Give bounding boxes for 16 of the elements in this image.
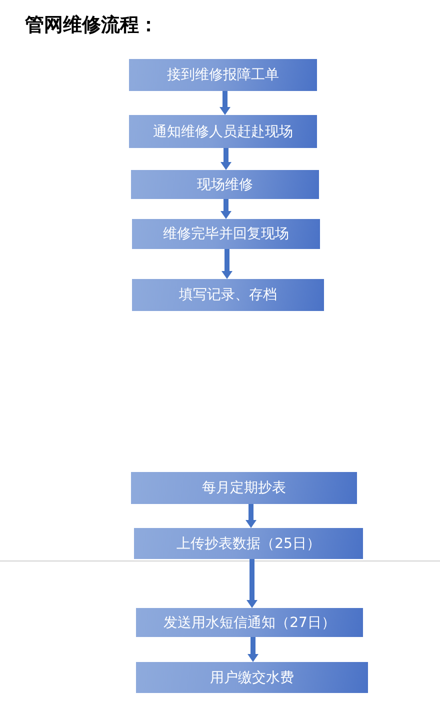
arrow: [222, 249, 232, 279]
process-box: 现场维修: [131, 170, 319, 199]
process-box: 每月定期抄表: [131, 472, 357, 504]
arrow: [246, 504, 256, 528]
process-box: 通知维修人员赶赴现场: [129, 115, 317, 148]
title-heading: 管网维修流程：: [25, 13, 158, 38]
process-box: 维修完毕并回复现场: [132, 219, 320, 249]
process-box: 填写记录、存档: [132, 279, 324, 311]
process-box: 发送用水短信通知（27日）: [136, 608, 363, 637]
process-box: 接到维修报障工单: [129, 59, 317, 91]
arrow: [220, 91, 230, 115]
process-box: 用户缴交水费: [136, 662, 368, 693]
process-box: 上传抄表数据（25日）: [134, 528, 363, 559]
arrow: [248, 637, 258, 662]
arrow: [220, 199, 232, 219]
arrow: [220, 148, 232, 170]
